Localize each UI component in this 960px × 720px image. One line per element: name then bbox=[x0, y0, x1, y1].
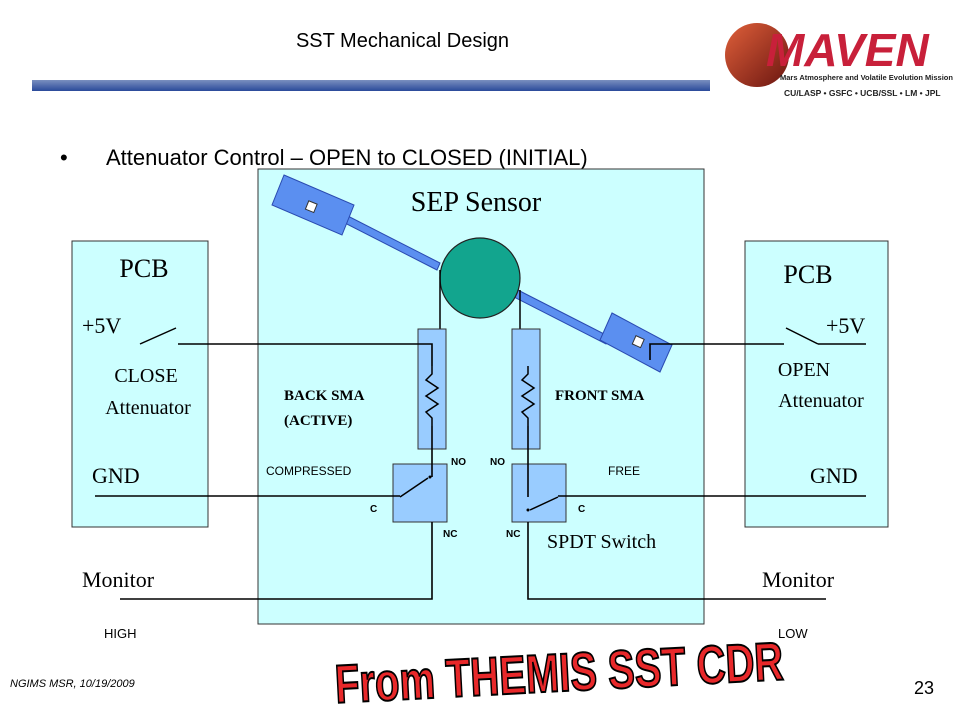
left-pcb-box bbox=[71, 240, 209, 528]
front-spdt-switch bbox=[511, 463, 567, 523]
footer-citation: NGIMS MSR, 10/19/2009 bbox=[10, 678, 135, 690]
spdt-switch-label: SPDT Switch bbox=[547, 531, 656, 553]
back-switch-pin-c: C bbox=[370, 504, 377, 515]
maven-logo: MAVEN Mars Atmosphere and Volatile Evolu… bbox=[716, 10, 953, 105]
front-sma-label: FRONT SMA bbox=[555, 388, 644, 404]
pivot-hub bbox=[439, 237, 521, 319]
back-sma-resistor-icon bbox=[424, 366, 440, 426]
back-sma-active-label: (ACTIVE) bbox=[284, 413, 352, 429]
paddle-hole-left bbox=[304, 200, 318, 214]
sep-sensor-title: SEP Sensor bbox=[411, 187, 542, 218]
close-switch-lever-icon bbox=[139, 327, 177, 345]
front-sma-element bbox=[511, 328, 541, 450]
right-gnd-label: GND bbox=[810, 463, 858, 488]
back-sma-label: BACK SMA bbox=[284, 388, 365, 404]
front-switch-pin-nc: NC bbox=[506, 529, 520, 540]
right-pcb-box bbox=[744, 240, 889, 528]
mars-planet-icon bbox=[725, 23, 789, 87]
right-voltage-label: +5V bbox=[826, 313, 865, 338]
front-switch-contact bbox=[526, 508, 530, 512]
front-switch-pin-c: C bbox=[578, 504, 585, 515]
bullet-text: Attenuator Control – OPEN to CLOSED (INI… bbox=[106, 145, 588, 170]
left-monitor-state: HIGH bbox=[104, 626, 137, 641]
logo-tagline: Mars Atmosphere and Volatile Evolution M… bbox=[780, 73, 953, 82]
left-pcb-title: PCB bbox=[119, 254, 168, 283]
back-sma-state: COMPRESSED bbox=[266, 464, 352, 478]
open-signal-wire-stub bbox=[649, 343, 784, 360]
left-gnd-label: GND bbox=[92, 463, 140, 488]
header-bar bbox=[32, 80, 710, 91]
front-switch-lever bbox=[529, 496, 559, 511]
left-action-label: CLOSE bbox=[114, 365, 177, 387]
logo-wordmark: MAVEN bbox=[766, 24, 929, 76]
logo-partners: CU/LASP • GSFC • UCB/SSL • LM • JPL bbox=[784, 88, 941, 98]
back-switch-lever bbox=[399, 477, 429, 498]
open-switch-lever-icon bbox=[785, 327, 819, 345]
front-sma-state: FREE bbox=[608, 464, 640, 478]
left-wiring bbox=[95, 343, 433, 600]
back-switch-pin-no: NO bbox=[451, 457, 466, 468]
right-action-label: OPEN bbox=[778, 359, 830, 381]
back-switch-pin-nc: NC bbox=[443, 529, 457, 540]
page-number: 23 bbox=[914, 678, 935, 698]
front-switch-pin-no: NO bbox=[490, 457, 505, 468]
front-sma-resistor-icon bbox=[520, 366, 536, 426]
left-monitor-wire bbox=[120, 522, 433, 600]
right-monitor-state: LOW bbox=[778, 626, 808, 641]
close-signal-wire bbox=[178, 343, 433, 366]
left-voltage-label: +5V bbox=[82, 313, 121, 338]
paddle-hole-right bbox=[631, 335, 645, 349]
right-wiring bbox=[527, 343, 866, 600]
right-attenuator-label: Attenuator bbox=[778, 390, 864, 412]
themis-stamp: From THEMIS SST CDR bbox=[334, 632, 785, 716]
right-monitor-wire bbox=[527, 522, 826, 600]
right-pcb-title: PCB bbox=[783, 260, 832, 289]
right-monitor-label: Monitor bbox=[762, 567, 835, 592]
left-monitor-label: Monitor bbox=[82, 567, 155, 592]
back-switch-contact bbox=[428, 475, 432, 479]
left-attenuator-label: Attenuator bbox=[105, 397, 191, 419]
slide-title: SST Mechanical Design bbox=[295, 30, 510, 52]
back-spdt-switch bbox=[392, 463, 448, 523]
bullet-marker: • bbox=[60, 145, 68, 170]
